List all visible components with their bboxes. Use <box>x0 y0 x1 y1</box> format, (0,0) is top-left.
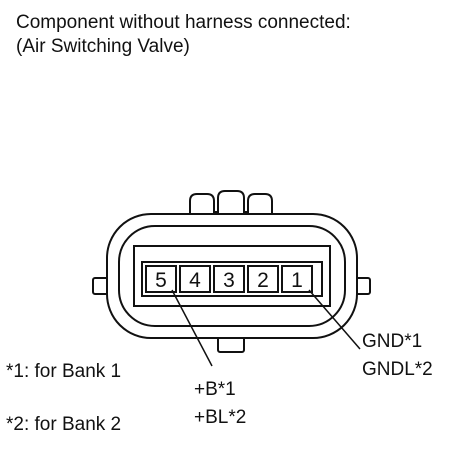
connector-latch <box>189 190 273 219</box>
pin-label-2: 2 <box>257 269 269 292</box>
pin-label-3: 3 <box>223 269 235 292</box>
label-b: +B*1 <box>194 379 236 400</box>
note-bank-2: *2: for Bank 2 <box>6 414 121 435</box>
label-bl: +BL*2 <box>194 407 246 428</box>
leader-line-pin5 <box>171 289 213 367</box>
pin-cell <box>145 265 177 293</box>
note-bank-1: *1: for Bank 1 <box>6 361 121 382</box>
pin-cell <box>179 265 211 293</box>
label-gndl: GNDL*2 <box>362 359 433 380</box>
pin-cell <box>247 265 279 293</box>
leader-line-pin1 <box>308 289 361 350</box>
pin-label-4: 4 <box>189 269 201 292</box>
label-gnd: GND*1 <box>362 331 422 352</box>
pin-label-5: 5 <box>155 269 167 292</box>
diagram-subtitle: (Air Switching Valve) <box>16 36 190 57</box>
pin-cell <box>213 265 245 293</box>
pin-label-1: 1 <box>291 269 303 292</box>
diagram-title: Component without harness connected: <box>16 12 351 33</box>
pin-cell <box>281 265 313 293</box>
